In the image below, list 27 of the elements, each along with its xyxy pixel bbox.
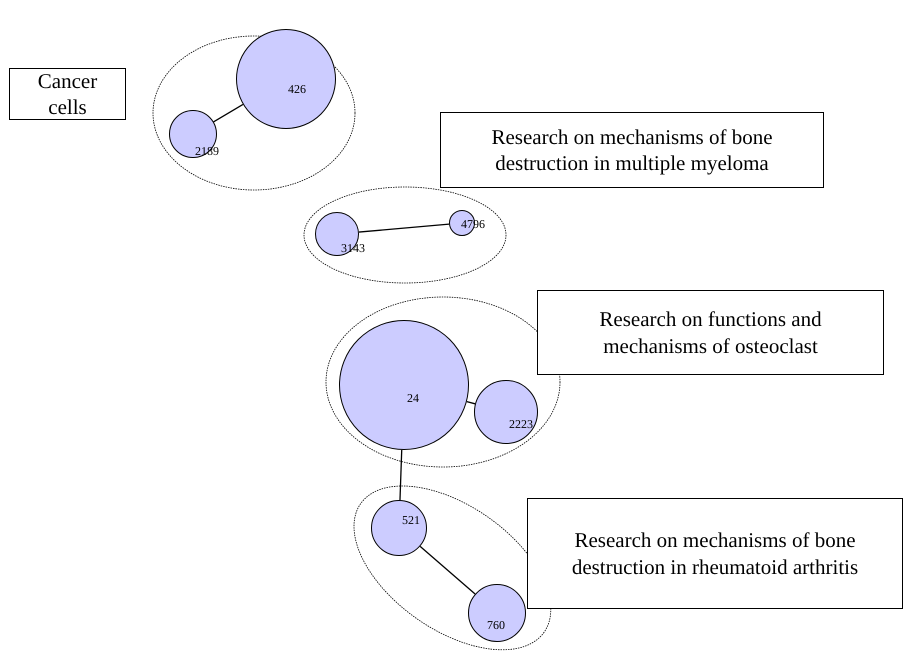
connector-line <box>213 104 244 122</box>
cluster-circle <box>370 500 427 556</box>
label-text: Cancer cells <box>36 68 98 120</box>
cluster-ellipse <box>354 486 550 650</box>
cluster-ellipse <box>304 187 506 283</box>
connector-line <box>358 224 450 233</box>
cluster-circle <box>339 320 469 450</box>
cluster-ellipse <box>326 297 560 467</box>
node-number: 24 <box>407 392 419 404</box>
cluster-circle <box>236 29 336 129</box>
label-box <box>537 290 884 375</box>
cluster-circle <box>169 110 217 158</box>
label-box <box>440 112 824 188</box>
cluster-circle <box>474 380 538 444</box>
label-text: Research on mechanisms of bone destruction in multiple myeloma <box>490 124 774 176</box>
connector-line <box>420 546 476 594</box>
label-box <box>9 68 126 120</box>
label-text: Research on mechanisms of bone destruction in rheumatoid arthritis <box>570 527 860 580</box>
node-number: 2223 <box>509 418 533 430</box>
label-box <box>527 498 903 609</box>
label-text: Research on functions and mechanisms of osteoclast <box>598 306 823 359</box>
node-number: 426 <box>288 83 306 95</box>
node-number: 521 <box>402 514 420 526</box>
node-number: 760 <box>486 618 505 631</box>
connector-line <box>466 401 476 404</box>
connector-line <box>399 450 402 500</box>
cluster-circle <box>468 584 526 642</box>
